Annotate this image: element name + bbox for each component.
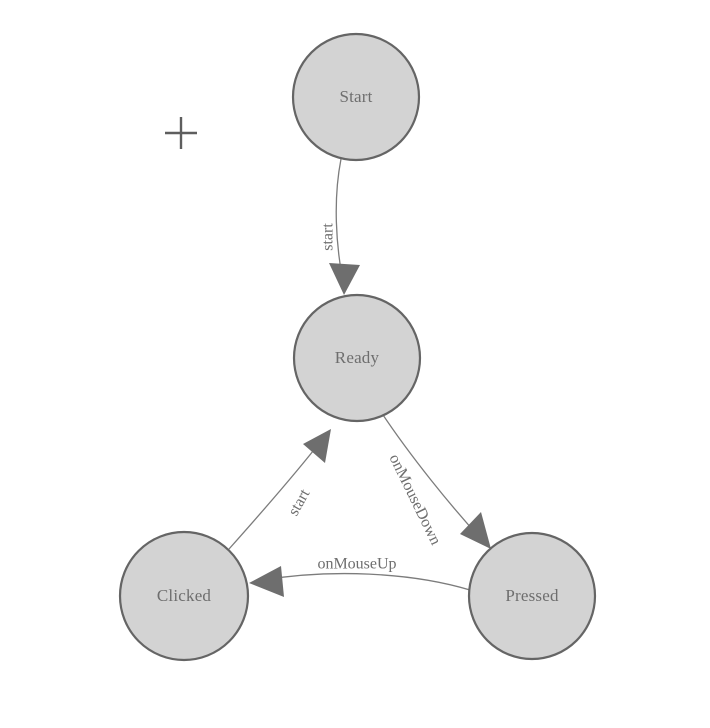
node-start-label: Start	[339, 87, 372, 106]
edge-ready-to-pressed[interactable]	[380, 411, 491, 549]
edge-ready-to-pressed-arrowhead	[460, 512, 491, 549]
edge-start-to-ready[interactable]	[329, 158, 360, 295]
node-ready-label: Ready	[335, 348, 380, 367]
node-clicked[interactable]: Clicked	[118, 530, 250, 662]
edge-label-clicked-to-ready: start	[285, 486, 313, 519]
edge-start-to-ready-arrowhead	[329, 263, 360, 295]
edge-label-start-to-ready: start	[320, 223, 337, 251]
edge-label-ready-to-pressed: onMouseDown	[385, 452, 444, 548]
node-pressed-label: Pressed	[505, 586, 559, 605]
edge-label-pressed-to-clicked: onMouseUp	[317, 556, 396, 573]
node-start[interactable]: Start	[291, 32, 421, 162]
node-ready[interactable]: Ready	[292, 293, 422, 423]
node-ready-circle	[292, 293, 422, 423]
edge-clicked-to-ready-arrowhead	[303, 429, 331, 463]
edge-clicked-to-ready[interactable]	[228, 429, 331, 550]
node-pressed-circle	[467, 531, 597, 661]
edge-pressed-to-clicked-path	[262, 572, 471, 591]
node-start-circle	[291, 32, 421, 162]
edge-pressed-to-clicked-arrowhead	[249, 566, 284, 597]
node-pressed[interactable]: Pressed	[467, 531, 597, 661]
edge-pressed-to-clicked[interactable]	[249, 566, 471, 597]
crosshair-icon[interactable]	[165, 117, 197, 149]
node-clicked-circle	[118, 530, 250, 662]
node-clicked-label: Clicked	[157, 586, 212, 605]
